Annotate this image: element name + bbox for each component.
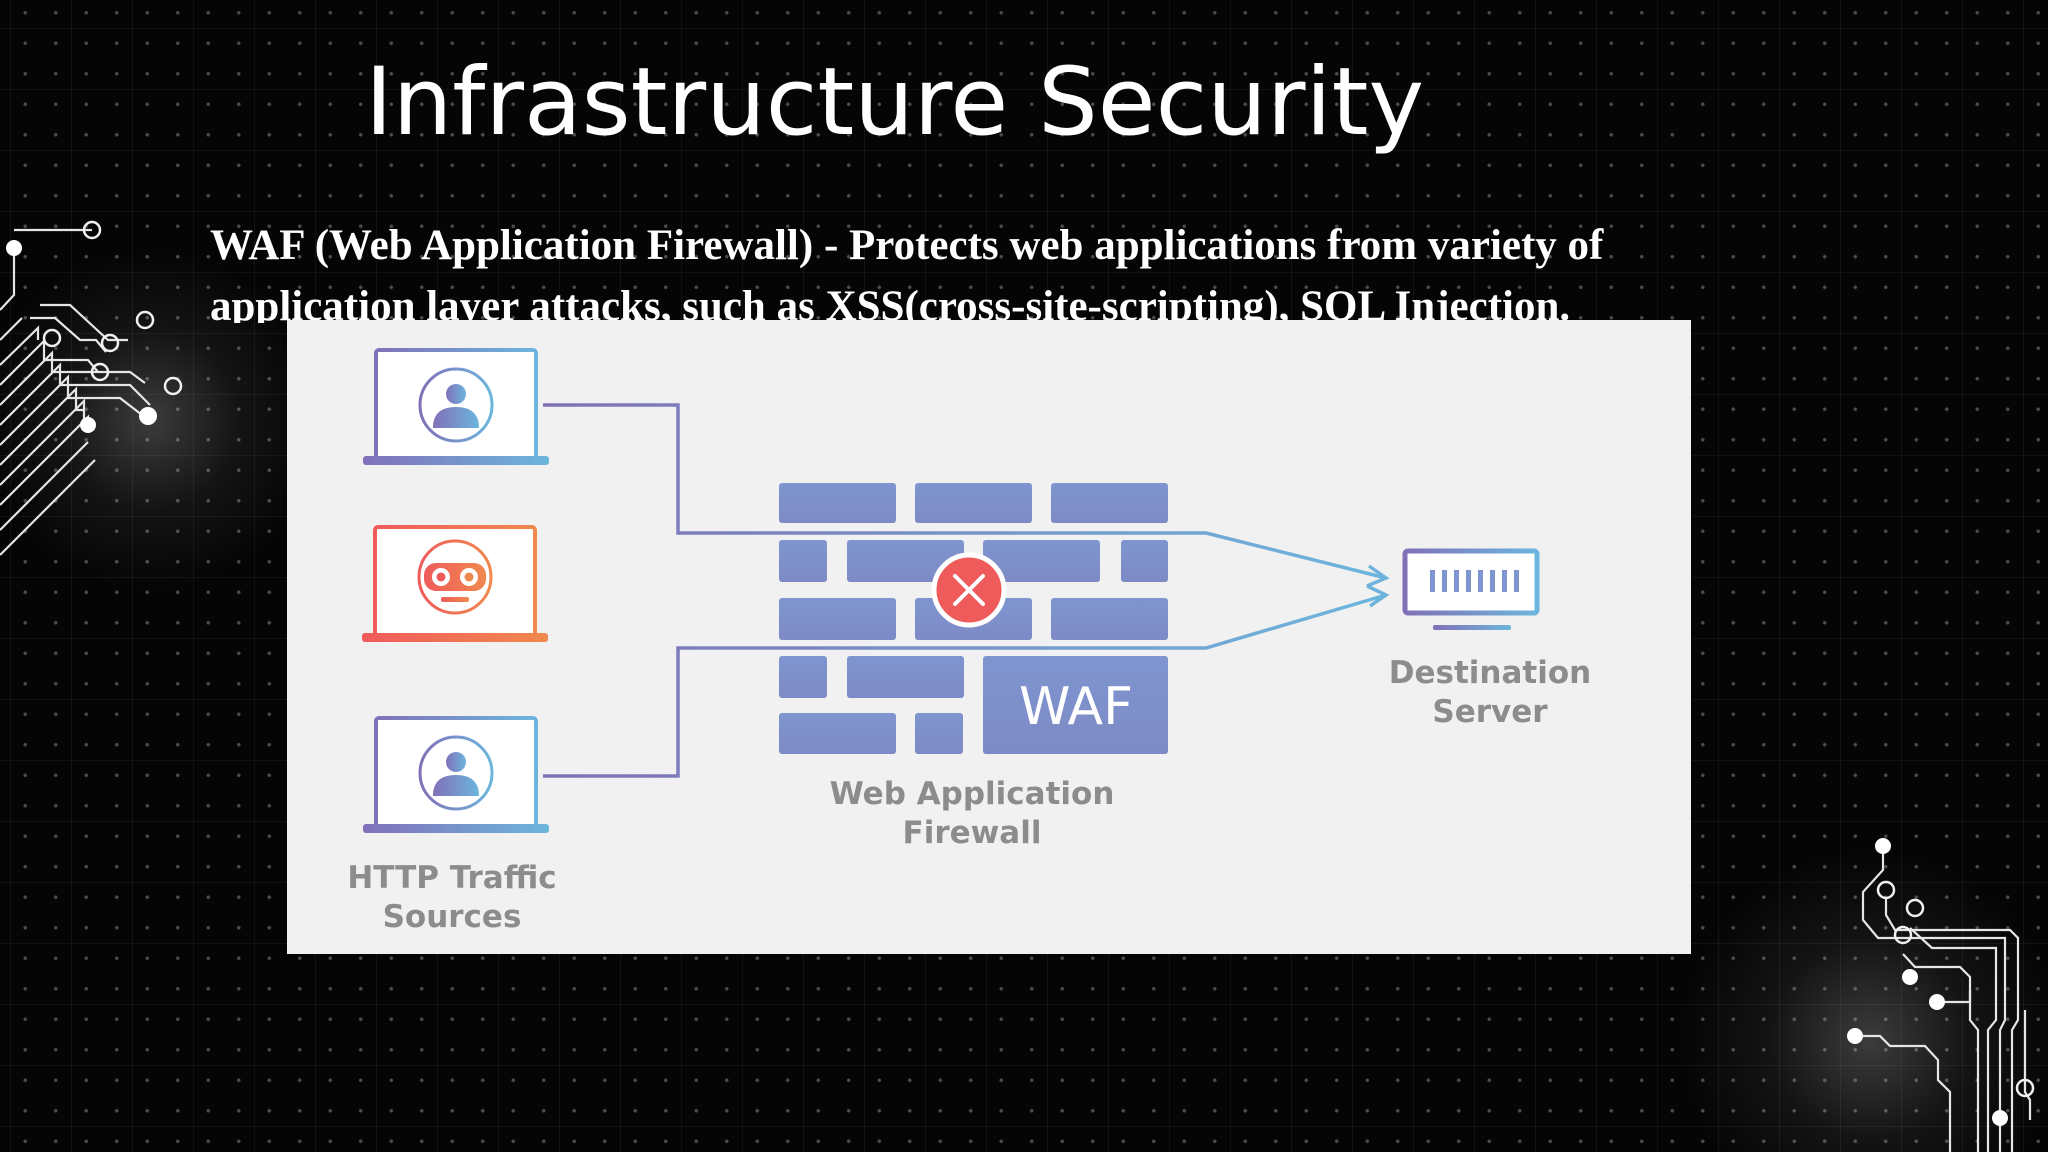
circuit-nodes-right: [1876, 880, 2035, 1098]
traffic-line-top: [543, 403, 1387, 580]
user-laptop-icon: [363, 348, 549, 465]
slide-body-text: WAF (Web Application Firewall) - Protect…: [210, 222, 1604, 323]
firewall-caption-line2: Firewall: [903, 815, 1042, 851]
block-x-icon: [931, 552, 1007, 628]
firewall-caption-line1: Web Application: [830, 776, 1115, 812]
arrowhead-bottom: [1366, 584, 1390, 608]
brick-wall-icon: [779, 483, 1168, 754]
server-caption-line2: Server: [1432, 694, 1548, 730]
bot-laptop-icon: [362, 525, 548, 642]
circuit-traces-right: [1855, 846, 2032, 1152]
server-icon: [1402, 548, 1540, 630]
circuit-decoration-left: [0, 220, 183, 556]
waf-badge: [983, 656, 1168, 754]
waf-diagram-panel: WAF: [287, 320, 1691, 954]
sources-caption-line2: Sources: [383, 899, 522, 935]
traffic-lines: [541, 403, 1390, 778]
waf-diagram: WAF: [347, 348, 1591, 935]
circuit-nodes-left: [42, 220, 183, 396]
server-caption-line1: Destination: [1389, 655, 1591, 691]
user-laptop-icon: [363, 716, 549, 833]
circuit-dots-left: [6, 240, 157, 433]
slide-title: Infrastructure Security: [365, 48, 1425, 157]
circuit-decoration-right: [1847, 838, 2035, 1152]
waf-label: WAF: [1019, 677, 1133, 737]
circuit-traces-left: [0, 228, 151, 556]
sources-caption-line1: HTTP Traffic: [347, 860, 556, 896]
circuit-dots-right: [1847, 838, 2008, 1126]
traffic-line-bottom: [543, 593, 1387, 778]
arrowhead-top: [1366, 564, 1390, 588]
